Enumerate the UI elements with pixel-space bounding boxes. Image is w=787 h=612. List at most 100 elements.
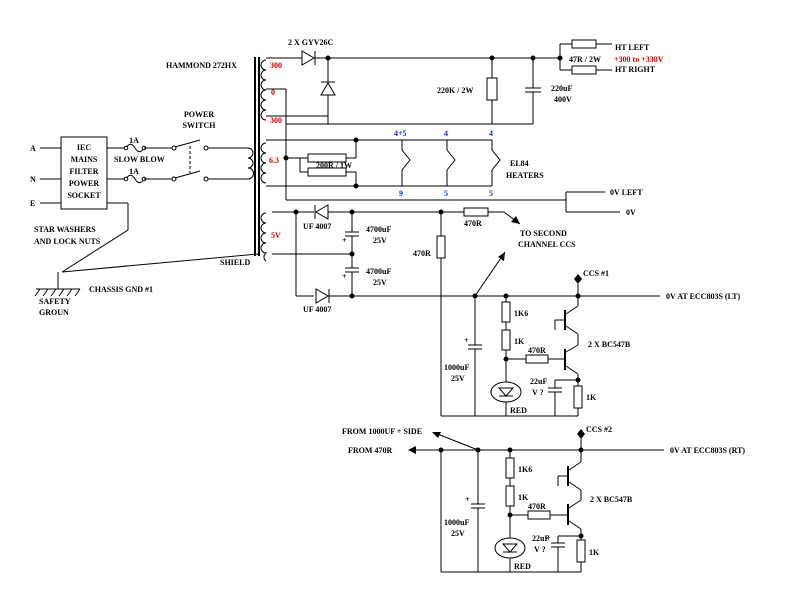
r470-a: [525, 354, 549, 364]
ccs-1: 0V AT ECC803S (LT) CCS #1 + 1000uF 25V 1…: [441, 251, 741, 417]
safety-ground-label-2: GROUN: [39, 308, 69, 317]
c22u-b-label-1: 22uF: [532, 534, 549, 543]
c4700a-label-1: 4700uF: [366, 225, 391, 234]
tap-6v3: 6.3: [269, 156, 279, 165]
transistor-q3-emitter: [568, 481, 582, 491]
iec-label-2: MAINS: [71, 155, 98, 164]
iec-label-4: POWER: [69, 179, 99, 188]
c22u-b-plus: +: [546, 534, 551, 543]
r1k6-a-label: 1K6: [514, 309, 528, 318]
line-a-label: A: [30, 144, 36, 153]
led-b-label: RED: [514, 562, 531, 571]
transformer-label: HAMMOND 272HX: [166, 61, 237, 70]
r1k-emitter-a-label: 1K: [586, 393, 597, 402]
r1k6-a: [501, 301, 511, 323]
diode-uf4007-b: [315, 288, 329, 304]
r1k-b: [505, 485, 515, 507]
iec-label-3: FILTER: [69, 167, 98, 176]
c1000b-label-1: 1000uF: [444, 518, 469, 527]
series-resistor-470r: [463, 207, 489, 217]
r470-left-label: 470R: [413, 249, 431, 258]
r1k-a: [501, 329, 511, 351]
transistor-q4-emitter: [568, 520, 582, 530]
pin-label-9: 9: [399, 189, 403, 198]
fuse-neutral: [125, 174, 145, 184]
fuse-neutral-label: 1A: [129, 167, 139, 176]
tap-0: 0: [271, 88, 275, 97]
power-switch-label-1: POWER: [184, 110, 214, 119]
primary-winding: [247, 147, 254, 180]
r1k-emitter-b: [576, 539, 586, 563]
c4700a-label-2: 25V: [373, 236, 387, 245]
ccs1-label: CCS #1: [583, 269, 609, 278]
reservoir-cap-label-1: 220uF: [551, 84, 572, 93]
tap-5v: 5V: [271, 231, 281, 240]
ht-rectifier: 2 X GYV26C 220K / 2W 220uF 400V: [266, 38, 664, 200]
zero-rt-label: 0V AT ECC803S (RT): [670, 446, 745, 455]
bc547-a-label: 2 X BC547B: [588, 340, 631, 349]
r1k-emitter-a: [573, 385, 583, 409]
ht-right-label: HT RIGHT: [615, 65, 656, 74]
five-volt-winding: [260, 212, 268, 262]
ht-resistor-left: [571, 39, 597, 49]
r470-b-label: 470R: [528, 502, 546, 511]
bc547-b-label: 2 X BC547B: [590, 495, 633, 504]
ht-resistor-label: 47R / 2W: [569, 55, 601, 64]
heater-winding: [260, 142, 267, 184]
pin-label-45: 4+5: [394, 129, 407, 138]
slow-blow-label: SLOW BLOW: [114, 155, 165, 164]
iec-socket-box: [60, 136, 108, 210]
bleeder-label: 220K / 2W: [437, 86, 473, 95]
transformer: HAMMOND 272HX SHIELD 300 0 300 6.3 5V: [166, 57, 282, 267]
zero-v-label: 0V: [626, 208, 636, 217]
diode-uf4007-a: [315, 204, 329, 220]
from-1000-label: FROM 1000UF + SIDE: [342, 427, 422, 436]
fuse-live-label: 1A: [129, 136, 139, 145]
line-e-label: E: [30, 199, 35, 208]
chassis-gnd-label: CHASSIS GND #1: [89, 285, 153, 294]
el84-label: EL84: [510, 159, 529, 168]
pin-label-5b: 5: [489, 189, 493, 198]
heater-2: [446, 149, 456, 171]
r470-b: [527, 510, 551, 520]
bleeder-resistor: [486, 77, 498, 101]
ccs2-label: CCS #2: [586, 425, 612, 434]
heater-3: [491, 149, 501, 171]
c4700b-label-2: 25V: [373, 278, 387, 287]
c1000a-label-2: 25V: [451, 374, 465, 383]
transistor-q1-emitter: [565, 325, 579, 335]
zero-left-label: 0V LEFT: [610, 188, 643, 197]
to-second-label-2: CHANNEL CCS: [518, 240, 576, 249]
ht-left-label: HT LEFT: [615, 43, 650, 52]
ccs-2: FROM 1000UF + SIDE FROM 470R CCS #2 0V A…: [342, 425, 745, 573]
r470-a-label: 470R: [528, 346, 546, 355]
heaters-label: HEATERS: [506, 171, 544, 180]
pin-label-4a: 4: [444, 129, 448, 138]
c1000a-label-1: 1000uF: [444, 363, 469, 372]
zero-lt-label: 0V AT ECC803S (LT): [666, 292, 741, 301]
hum-pot-label: 200R / 1W: [316, 161, 352, 170]
tap-300-top: 300: [270, 61, 282, 70]
uf4007-b-label: UF 4007: [303, 305, 331, 314]
r1k6-b: [505, 457, 515, 479]
iec-label-5: SOCKET: [67, 191, 101, 200]
c22u-a-label-1: 22uF: [530, 377, 547, 386]
tap-300-bottom: 300: [270, 116, 282, 125]
transistor-q2-emitter: [565, 365, 579, 375]
shield-label: SHIELD: [220, 258, 250, 267]
power-switch: [171, 139, 248, 182]
r1k-a-label: 1K: [514, 337, 525, 346]
ccs1-node: [574, 274, 582, 284]
r1k6-b-label: 1K6: [518, 465, 532, 474]
iec-label-1: IEC: [77, 143, 91, 152]
zero-volt-bus: 0V LEFT 0V: [286, 188, 643, 217]
r470-top-label: 470R: [464, 219, 482, 228]
diode-gyv26c-a: [301, 50, 315, 66]
led-a-label: RED: [510, 406, 527, 415]
diodes-top-label: 2 X GYV26C: [288, 38, 334, 47]
r1k-emitter-b-label: 1K: [589, 548, 600, 557]
power-switch-label-2: SWITCH: [183, 121, 217, 130]
r1k-b-label: 1K: [518, 493, 529, 502]
heater-circuit: 200R / 1W 4+5 4 4 9 5 5 EL84 HEATERS: [266, 129, 544, 198]
